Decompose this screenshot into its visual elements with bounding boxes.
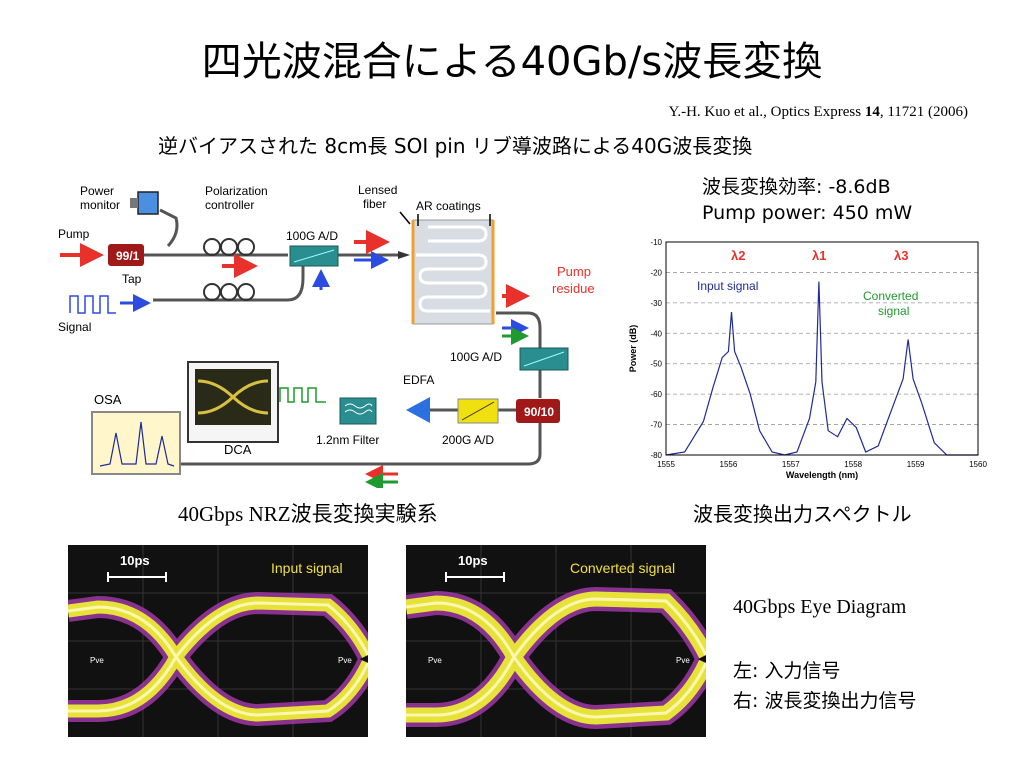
- eye-scale-label-2: 10ps: [458, 553, 488, 568]
- polarization-label-2: controller: [205, 198, 254, 212]
- y-tick-label: -40: [650, 329, 662, 338]
- eye-marker-left-2: Pve: [428, 656, 442, 665]
- ar-coatings-label: AR coatings: [416, 199, 481, 213]
- y-tick-label: -30: [650, 299, 662, 308]
- citation: Y.-H. Kuo et al., Optics Express 14, 117…: [668, 104, 968, 120]
- x-tick-label: 1556: [720, 460, 738, 469]
- tap-label: Tap: [122, 272, 142, 286]
- y-axis-label: Power (dB): [628, 325, 638, 373]
- edfa-label: EDFA: [403, 373, 434, 387]
- eye-converted-title: Converted signal: [570, 560, 675, 576]
- y-tick-label: -50: [650, 360, 662, 369]
- eye-right-label: 右: 波長変換出力信号: [733, 690, 917, 712]
- eye-diagram-caption: 40Gbps Eye Diagram: [733, 596, 907, 618]
- x-axis-label: Wavelength (nm): [786, 470, 858, 480]
- experimental-setup-diagram: Power monitor Polarization controller Le…: [58, 183, 595, 488]
- eye-input-title: Input signal: [271, 560, 343, 576]
- signal-label: Signal: [58, 320, 91, 334]
- x-tick-label: 1558: [844, 460, 862, 469]
- splitter-90-10: [516, 399, 560, 423]
- tap-ratio: 99/1: [116, 249, 140, 263]
- osa-label: OSA: [94, 392, 122, 407]
- pump-label: Pump: [58, 227, 90, 241]
- split-ratio: 90/10: [524, 405, 554, 419]
- edfa-amplifier: [406, 397, 430, 423]
- ad-200g-label: 200G A/D: [442, 433, 494, 447]
- converted-signal-label-2: signal: [878, 304, 909, 318]
- slide-subtitle: 逆バイアスされた 8cm長 SOI pin リブ導波路による40G波長変換: [158, 134, 753, 158]
- input-signal-label: Input signal: [697, 279, 758, 293]
- slide-title: 四光波混合による40Gb/s波長変換: [201, 39, 823, 85]
- x-tick-label: 1555: [657, 460, 675, 469]
- efficiency-text: 波長変換効率: -8.6dB Pump power: 450 mW: [702, 174, 912, 226]
- polarization-label: Polarization: [205, 184, 268, 198]
- lensed-fiber-label-2: fiber: [363, 197, 386, 211]
- y-tick-label: -20: [650, 268, 662, 277]
- lambda3-label: λ3: [894, 248, 908, 263]
- eye-scale-label: 10ps: [120, 553, 150, 568]
- eye-marker-left: Pve: [90, 656, 104, 665]
- soi-waveguide-chip: [412, 219, 494, 325]
- y-tick-label: -80: [650, 451, 662, 460]
- power-monitor-label: Power: [80, 184, 114, 198]
- pump-power: Pump power: 450 mW: [702, 202, 913, 224]
- x-tick-label: 1559: [907, 460, 925, 469]
- x-tick-label: 1560: [969, 460, 987, 469]
- converted-signal-label: Converted: [863, 289, 918, 303]
- tap-coupler: [108, 244, 144, 266]
- ad-100g-right-label: 100G A/D: [450, 350, 502, 364]
- input-eye-diagram: 10ps Input signal Pve Pve: [68, 545, 368, 737]
- dca-label: DCA: [224, 442, 252, 457]
- optical-filter: [339, 397, 377, 425]
- eye-marker-right-2: Pve: [676, 656, 690, 665]
- lensed-fiber-label: Lensed: [358, 183, 397, 197]
- lambda1-label: λ1: [812, 248, 826, 263]
- conversion-efficiency: 波長変換効率: -8.6dB: [702, 176, 891, 198]
- converted-eye-diagram: 10ps Converted signal Pve Pve: [406, 545, 706, 737]
- y-tick-label: -60: [650, 390, 662, 399]
- y-tick-label: -10: [650, 238, 662, 247]
- x-tick-label: 1557: [782, 460, 800, 469]
- y-tick-label: -70: [650, 421, 662, 430]
- eye-marker-right: Pve: [338, 656, 352, 665]
- pump-residue-label: Pump: [557, 264, 591, 279]
- eye-left-label: 左: 入力信号: [733, 660, 841, 682]
- power-monitor-label-2: monitor: [80, 198, 120, 212]
- spectrum-series-line: [665, 281, 978, 456]
- ad-100g-top-label: 100G A/D: [286, 229, 338, 243]
- pump-residue-label-2: residue: [552, 281, 595, 296]
- lambda2-label: λ2: [731, 248, 745, 263]
- filter-label: 1.2nm Filter: [316, 433, 379, 447]
- setup-caption: 40Gbps NRZ波長変換実験系: [178, 502, 438, 526]
- spectrum-caption: 波長変換出力スペクトル: [693, 502, 912, 526]
